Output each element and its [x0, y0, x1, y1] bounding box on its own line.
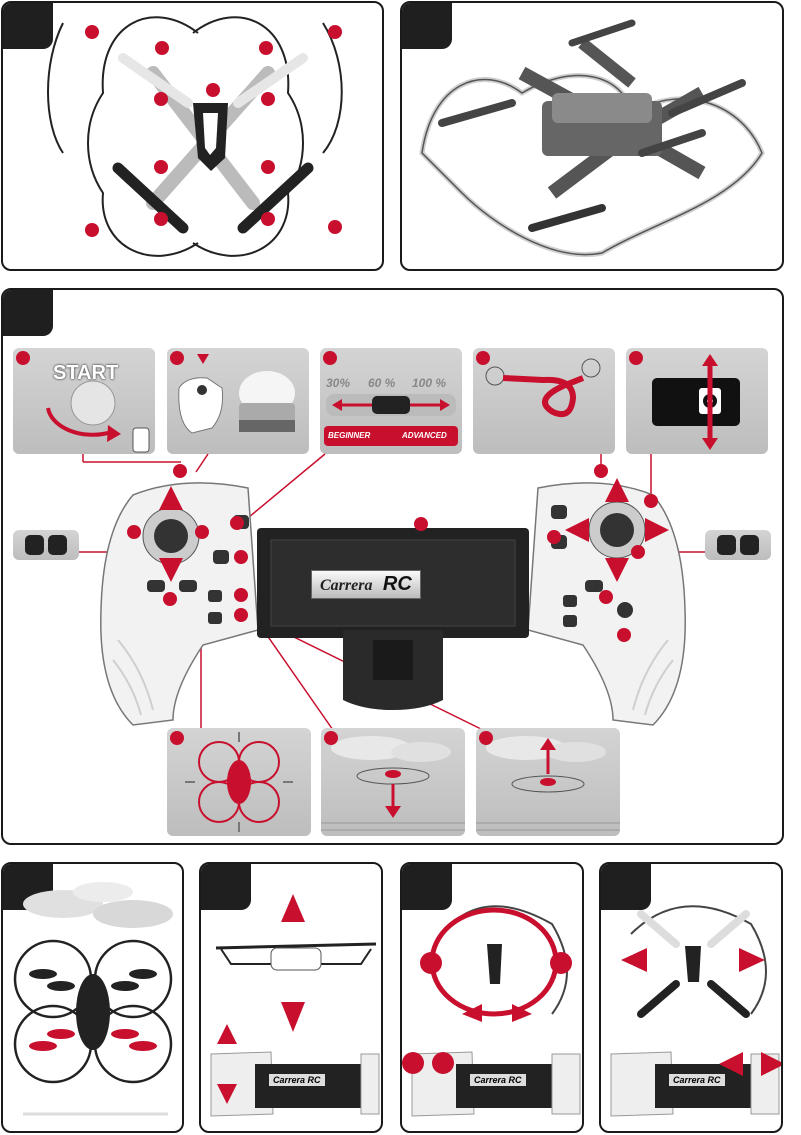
marker-dot: [261, 92, 275, 106]
marker-dot: [432, 1052, 454, 1074]
marker-dot: [234, 608, 248, 622]
remote-brand-suffix: RC: [308, 1075, 321, 1085]
remote-logo: Carrera RC: [669, 1074, 725, 1086]
remote-brand: Carrera: [273, 1075, 305, 1085]
remote-brand-suffix: RC: [708, 1075, 721, 1085]
marker-dot: [402, 1052, 424, 1074]
marker-dot: [234, 588, 248, 602]
marker-dot: [420, 952, 442, 974]
sideways-illustration: [601, 864, 783, 1133]
marker-dot: [324, 731, 338, 745]
marker-dot: [328, 25, 342, 39]
marker-dot: [85, 223, 99, 237]
sub-direction-control: [167, 728, 311, 836]
marker-dot: [127, 525, 141, 539]
marker-dot: [631, 545, 645, 559]
marker-dot: [154, 160, 168, 174]
marker-dot: [261, 212, 275, 226]
remote-brand: Carrera: [474, 1075, 506, 1085]
marker-dot: [328, 220, 342, 234]
marker-dot: [154, 92, 168, 106]
marker-dot: [230, 516, 244, 530]
drone-top-illustration: [3, 3, 384, 271]
marker-dot: [594, 464, 608, 478]
remote-logo: Carrera RC: [269, 1074, 325, 1086]
marker-dot: [550, 952, 572, 974]
marker-dot: [163, 592, 177, 606]
marker-dot: [155, 41, 169, 55]
sub-descend: [321, 728, 465, 836]
marker-dot: [85, 25, 99, 39]
panel-drone-perspective: [400, 1, 784, 271]
drone-directions-illustration: [167, 728, 311, 836]
panel-rotate: Carrera RC: [400, 862, 584, 1133]
brand-name: Carrera: [320, 577, 372, 594]
marker-dot: [259, 41, 273, 55]
marker-dot: [170, 731, 184, 745]
marker-dot: [644, 494, 658, 508]
drone-ascend-illustration: [476, 728, 620, 836]
brand-suffix: RC: [383, 573, 412, 595]
panel-drone-hover: [1, 862, 184, 1133]
marker-dot: [234, 550, 248, 564]
remote-brand-suffix: RC: [509, 1075, 522, 1085]
drone-perspective-illustration: [402, 3, 784, 271]
panel-sideways: Carrera RC: [599, 862, 783, 1133]
drone-hover-illustration: [3, 864, 184, 1133]
throttle-illustration: [201, 864, 383, 1133]
marker-dot: [154, 212, 168, 226]
remote-logo: Carrera RC: [470, 1074, 526, 1086]
rotate-illustration: [402, 864, 584, 1133]
marker-dot: [414, 517, 428, 531]
marker-dot: [173, 464, 187, 478]
sub-ascend: [476, 728, 620, 836]
panel-throttle: Carrera RC: [199, 862, 383, 1133]
panel-controller-overview: START 30% 60 % 100 %: [1, 288, 784, 845]
panel-drone-top-view: [1, 1, 384, 271]
marker-dot: [195, 525, 209, 539]
marker-dot: [547, 530, 561, 544]
marker-dot: [479, 731, 493, 745]
marker-dot: [599, 590, 613, 604]
remote-brand: Carrera: [673, 1075, 705, 1085]
drone-descend-illustration: [321, 728, 465, 836]
marker-dot: [617, 628, 631, 642]
marker-dot: [206, 83, 220, 97]
brand-logo: Carrera RC: [311, 570, 421, 599]
marker-dot: [261, 160, 275, 174]
